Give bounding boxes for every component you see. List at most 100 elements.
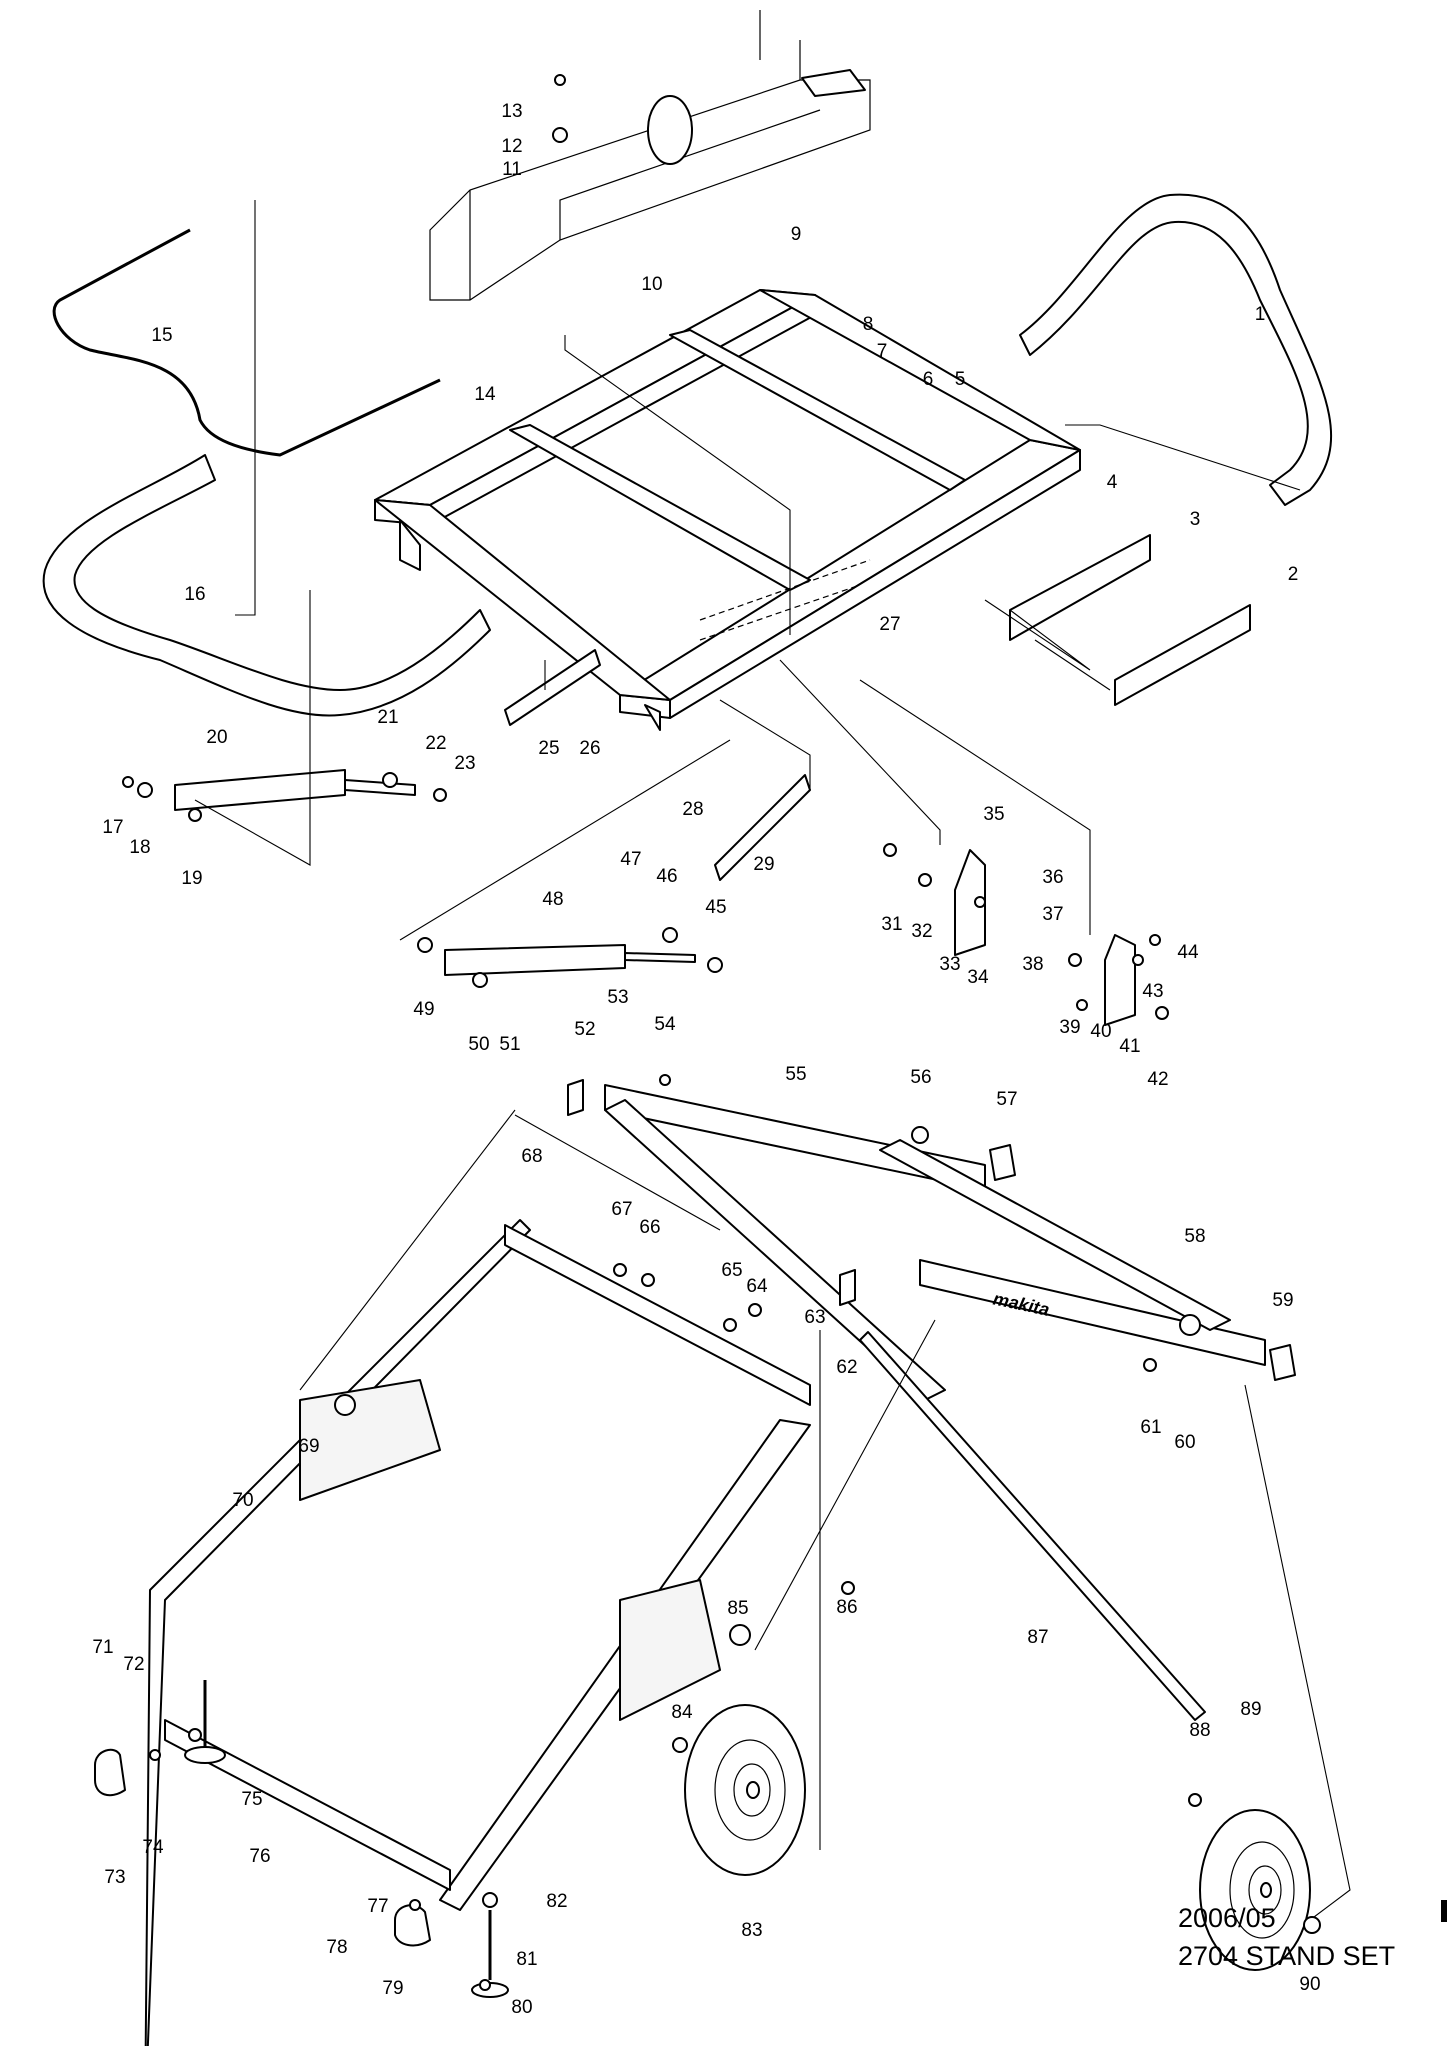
part-number: 66 xyxy=(639,1217,660,1238)
part-number: 50 xyxy=(468,1034,489,1055)
part-number: 7 xyxy=(877,341,888,362)
part-number: 38 xyxy=(1022,954,1043,975)
diagram-date: 2006/05 xyxy=(1178,1903,1276,1933)
part-number: 39 xyxy=(1059,1017,1080,1038)
part-number: 40 xyxy=(1090,1021,1111,1042)
leader-lines xyxy=(194,200,1351,1921)
plate-2 xyxy=(1114,604,1251,706)
part-number: 47 xyxy=(620,849,641,870)
part-number: 22 xyxy=(425,733,446,754)
part-number: 55 xyxy=(785,1064,806,1085)
diagram-title: 2704 STAND SET xyxy=(1178,1941,1396,1971)
part-number: 1 xyxy=(1255,304,1266,325)
part-number: 32 xyxy=(911,921,932,942)
part-number: 41 xyxy=(1119,1036,1140,1057)
part-number: 68 xyxy=(521,1146,542,1167)
part-number: 53 xyxy=(607,987,628,1008)
bracket-40 xyxy=(1104,934,1136,1026)
axle-87 xyxy=(859,1331,1206,1721)
part-number: 52 xyxy=(574,1019,595,1040)
part-number: 63 xyxy=(804,1307,825,1328)
part-number: 34 xyxy=(967,967,989,988)
part-number: 11 xyxy=(502,159,522,180)
wheel-89 xyxy=(1199,1809,1311,1971)
part-number: 17 xyxy=(102,817,123,838)
part-number: 48 xyxy=(542,889,563,910)
part-number: 5 xyxy=(955,369,966,390)
gas-spring-20 xyxy=(174,769,416,811)
part-number: 60 xyxy=(1174,1432,1195,1453)
part-number: 65 xyxy=(721,1260,742,1281)
fasteners xyxy=(122,74,1321,1991)
plate-3 xyxy=(1009,534,1151,641)
saw-body-outline xyxy=(429,10,871,301)
end-cap-73 xyxy=(94,1748,126,1797)
part-number: 64 xyxy=(746,1276,768,1297)
part-number: 31 xyxy=(881,914,902,935)
part-number: 62 xyxy=(836,1357,857,1378)
latch-52 xyxy=(567,1079,584,1116)
part-number: 54 xyxy=(654,1014,676,1035)
part-number: 36 xyxy=(1042,867,1063,888)
part-number: 73 xyxy=(104,1867,125,1888)
part-number: 56 xyxy=(910,1067,931,1088)
leg-frame-lower xyxy=(144,1219,811,2046)
leg-frame-upper: makita xyxy=(604,1084,1266,1401)
part-number: 49 xyxy=(413,999,434,1020)
part-number-labels: 1 2 3 4 5 6 7 8 9 10 11 12 13 14 15 16 1… xyxy=(92,101,1320,2018)
part-number: 89 xyxy=(1240,1699,1261,1720)
end-cap-78 xyxy=(394,1904,431,1947)
part-number: 51 xyxy=(499,1034,520,1055)
part-number: 57 xyxy=(996,1089,1017,1110)
part-number: 43 xyxy=(1142,981,1163,1002)
part-number: 8 xyxy=(863,314,874,335)
latch-62 xyxy=(839,1269,856,1306)
part-number: 70 xyxy=(232,1490,253,1511)
part-number: 46 xyxy=(656,866,677,887)
leveler-foot-76 xyxy=(184,1680,226,1764)
part-number: 82 xyxy=(546,1891,567,1912)
part-number: 59 xyxy=(1272,1290,1293,1311)
part-number: 61 xyxy=(1140,1417,1161,1438)
part-number: 4 xyxy=(1107,472,1118,493)
part-number: 2 xyxy=(1288,564,1299,585)
part-number: 71 xyxy=(92,1637,113,1658)
part-number: 33 xyxy=(939,954,960,975)
part-number: 42 xyxy=(1147,1069,1168,1090)
part-number: 45 xyxy=(705,897,726,918)
part-number: 6 xyxy=(923,369,934,390)
part-number: 77 xyxy=(367,1896,388,1917)
part-number: 26 xyxy=(579,738,600,759)
part-number: 69 xyxy=(298,1436,319,1457)
part-number: 85 xyxy=(727,1598,748,1619)
part-number: 3 xyxy=(1190,509,1201,530)
part-number: 21 xyxy=(377,707,398,728)
part-number: 79 xyxy=(382,1978,403,1999)
part-number: 87 xyxy=(1027,1627,1048,1648)
part-number: 28 xyxy=(682,799,703,820)
part-number: 19 xyxy=(181,868,202,889)
part-number: 72 xyxy=(123,1654,144,1675)
handle-16 xyxy=(42,454,491,717)
wire-15 xyxy=(52,228,441,457)
part-number: 81 xyxy=(516,1949,537,1970)
part-number: 90 xyxy=(1299,1974,1320,1995)
part-number: 9 xyxy=(791,224,802,245)
page-edge-mark xyxy=(1441,1900,1447,1922)
part-number: 15 xyxy=(151,325,172,346)
part-number: 20 xyxy=(206,727,227,748)
handle-1 xyxy=(1019,193,1333,506)
part-number: 27 xyxy=(879,614,900,635)
latch-59 xyxy=(1269,1344,1296,1381)
part-number: 76 xyxy=(249,1846,270,1867)
gas-spring-48 xyxy=(444,944,696,976)
part-number: 29 xyxy=(753,854,774,875)
part-number: 16 xyxy=(184,584,205,605)
part-number: 13 xyxy=(501,101,522,122)
part-number: 83 xyxy=(741,1920,762,1941)
latch-57 xyxy=(989,1144,1016,1181)
part-number: 37 xyxy=(1042,904,1063,925)
part-number: 78 xyxy=(326,1937,347,1958)
part-number: 80 xyxy=(511,1997,532,2018)
part-number: 58 xyxy=(1184,1226,1205,1247)
